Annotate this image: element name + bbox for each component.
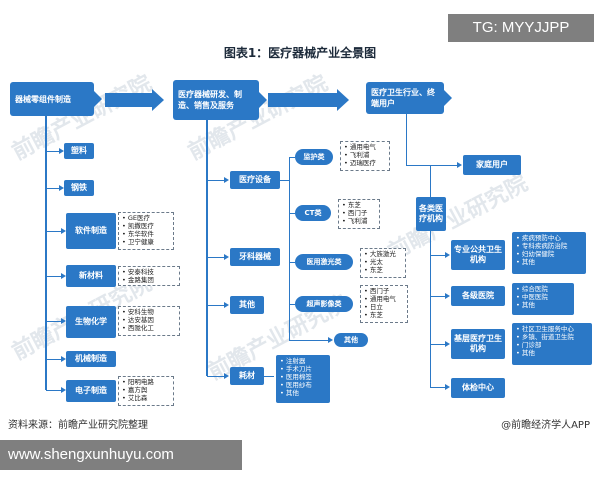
list-ct: 东芝西门子飞利浦 bbox=[338, 199, 380, 229]
device-sub-trunk bbox=[289, 157, 290, 340]
list-new-material: 安泰科技金路集团 bbox=[118, 266, 180, 286]
site-watermark: www.shengxunhuyu.com bbox=[0, 440, 242, 470]
flow-arrow-2 bbox=[268, 93, 338, 107]
list-ultrasound: 西门子通用电气日立东芝 bbox=[360, 285, 408, 323]
page-title: 图表1：医疗器械产业全景图 bbox=[223, 46, 377, 60]
upstream-header: 器械零组件制造 bbox=[10, 82, 102, 116]
flow-arrow-1 bbox=[105, 93, 153, 107]
sub-laser: 医用激光类 bbox=[295, 254, 353, 270]
midstream-header: 医疗器械研发、制造、销售及服务 bbox=[173, 80, 267, 120]
sub-ultrasound: 超声影像类 bbox=[295, 296, 353, 312]
downstream-header: 医疗卫生行业、终端用户 bbox=[366, 82, 452, 114]
item-consumables: 耗材 bbox=[230, 367, 264, 385]
list-consumables: 注射器手术刀片医用棉签医用纱布其他 bbox=[276, 355, 330, 403]
list-public-health: 疾病预防中心专科疾病防治院妇幼保健院其他 bbox=[512, 232, 586, 274]
sub-device-other: 其他 bbox=[334, 333, 368, 347]
list-biochem: 安科生物达安基因西陇化工 bbox=[118, 306, 180, 336]
item-plastic: 塑料 bbox=[64, 143, 94, 159]
type-checkup-center: 体检中心 bbox=[451, 378, 505, 398]
sub-monitor: 监护类 bbox=[295, 149, 333, 165]
item-steel: 钢铁 bbox=[64, 180, 94, 196]
sub-ct: CT类 bbox=[295, 205, 331, 221]
flow-arrow-1-head bbox=[152, 89, 164, 111]
item-software: 软件制造 bbox=[66, 213, 116, 249]
item-medical-device: 医疗设备 bbox=[230, 171, 280, 189]
item-institutions: 各类医疗机构 bbox=[416, 197, 446, 231]
item-biochem: 生物化学 bbox=[66, 306, 116, 338]
item-electronics: 电子制造 bbox=[66, 380, 116, 402]
tg-watermark: TG: MYYJJPP bbox=[448, 14, 594, 42]
midstream-trunk bbox=[206, 120, 208, 376]
item-mid-other: 其他 bbox=[230, 296, 264, 314]
item-home-user: 家庭用户 bbox=[463, 155, 521, 175]
list-monitor: 通用电气飞利浦迈瑞医疗 bbox=[340, 141, 390, 171]
type-public-health: 专业公共卫生机构 bbox=[451, 240, 505, 270]
type-primary-care: 基层医疗卫生机构 bbox=[451, 329, 505, 359]
list-software: GE医疗凯撒医疗东华软件卫宁健康 bbox=[118, 212, 174, 250]
source-note: 资料来源：前瞻产业研究院整理 bbox=[8, 420, 148, 431]
type-hospitals: 各级医院 bbox=[451, 286, 505, 306]
institutions-trunk bbox=[430, 231, 431, 387]
upstream-trunk bbox=[45, 116, 47, 390]
list-electronics: 阳明电路嘉方舆艾比森 bbox=[118, 376, 174, 406]
list-hospitals: 综合医院中医医院其他 bbox=[512, 283, 574, 315]
brand-credit: @前瞻经济学人APP bbox=[501, 420, 590, 431]
item-dental: 牙科器械 bbox=[230, 248, 280, 266]
flow-arrow-2-head bbox=[337, 89, 349, 111]
item-new-material: 新材料 bbox=[66, 265, 116, 287]
list-laser: 大族激光光太东芝 bbox=[360, 248, 406, 278]
item-machinery: 机械制造 bbox=[66, 351, 116, 367]
list-primary-care: 社区卫生服务中心乡镇、街道卫生院门诊部其他 bbox=[512, 323, 592, 365]
